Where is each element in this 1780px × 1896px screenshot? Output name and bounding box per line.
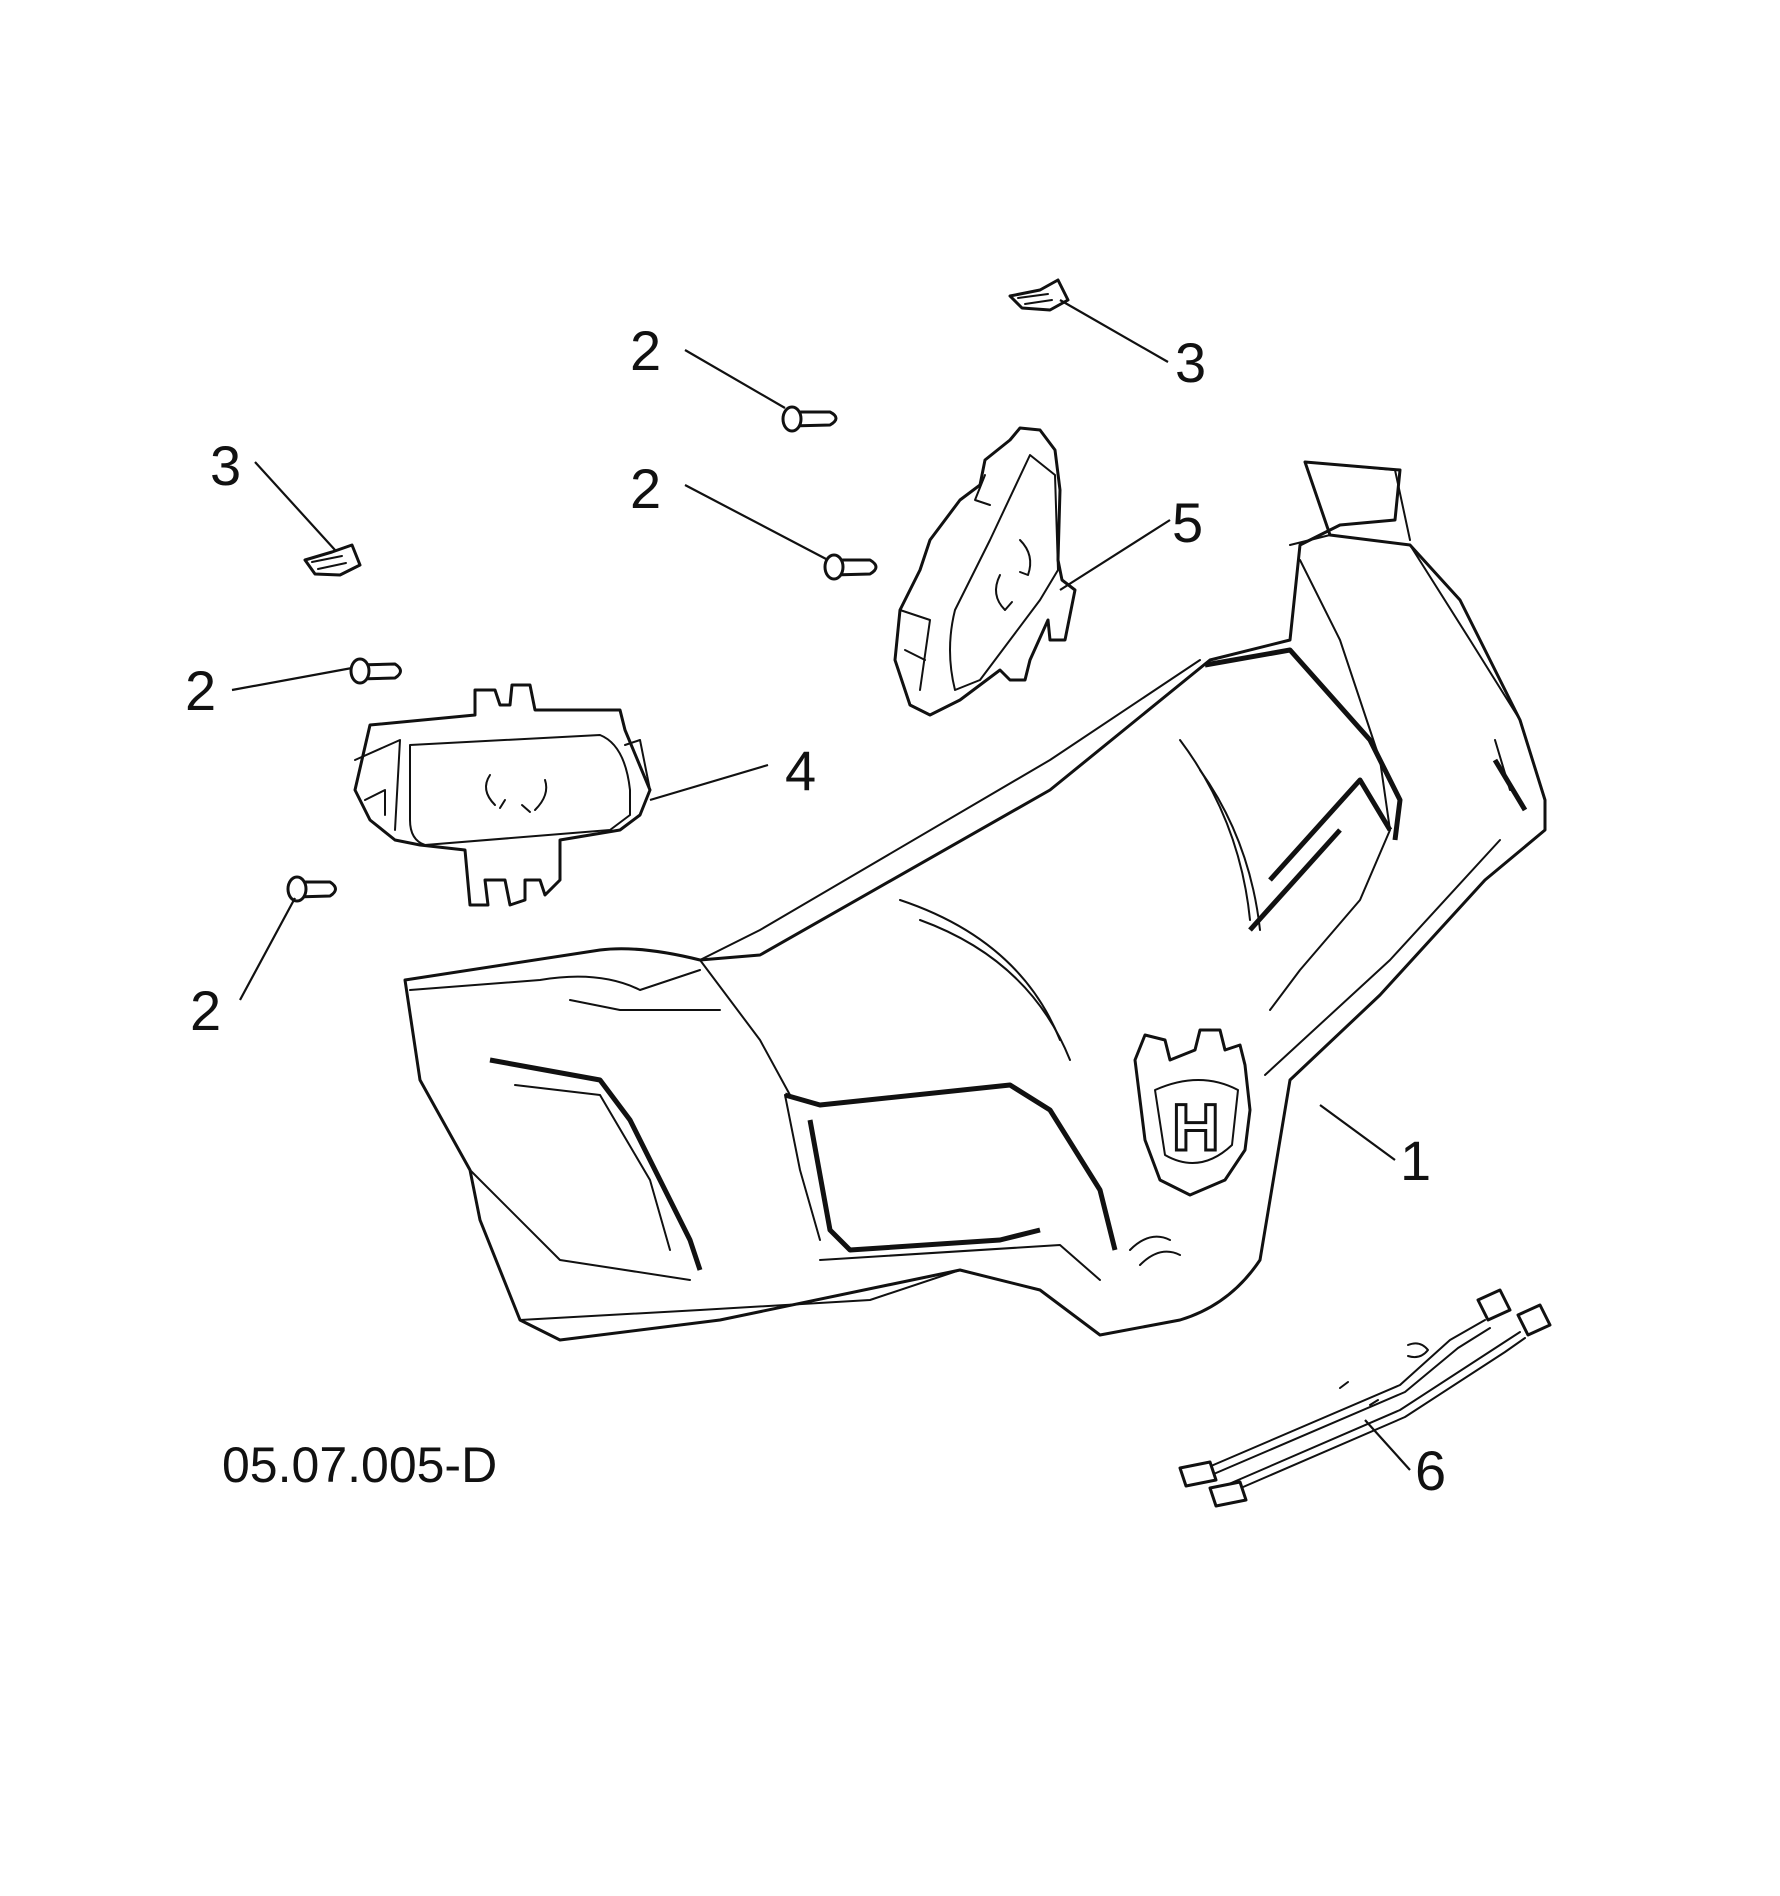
part-2-screw-top [781,405,838,433]
part-2-screw-bottom [286,875,337,903]
callout-3-left: 3 [210,434,241,497]
logo-letter: H [1172,1090,1220,1164]
callout-4: 4 [785,739,816,802]
callout-1: 1 [1400,1129,1431,1192]
figure-code: 05.07.005-D [222,1437,497,1493]
callout-2-left: 2 [185,659,216,722]
callout-5: 5 [1172,491,1203,554]
callout-2-top: 2 [630,319,661,382]
part-5-right-light-bracket [893,426,1077,717]
callout-2-bottom: 2 [190,979,221,1042]
part-2-screw-left [349,657,402,685]
leader-lines [231,299,1411,1471]
part-2-screw-middle [823,553,878,581]
callout-2-middle: 2 [630,457,661,520]
husqvarna-logo-emblem: H [1133,1028,1252,1197]
part-1-hood [403,460,1547,1342]
part-4-left-light-bracket [353,683,652,907]
part-3-clip-left [303,543,362,577]
part-3-clip-top [1008,278,1070,312]
callout-labels: 2 2 2 2 3 3 4 5 1 6 [185,319,1446,1502]
callout-3-top: 3 [1175,331,1206,394]
callout-6: 6 [1415,1439,1446,1502]
part-6-wire-harness [1178,1288,1552,1508]
